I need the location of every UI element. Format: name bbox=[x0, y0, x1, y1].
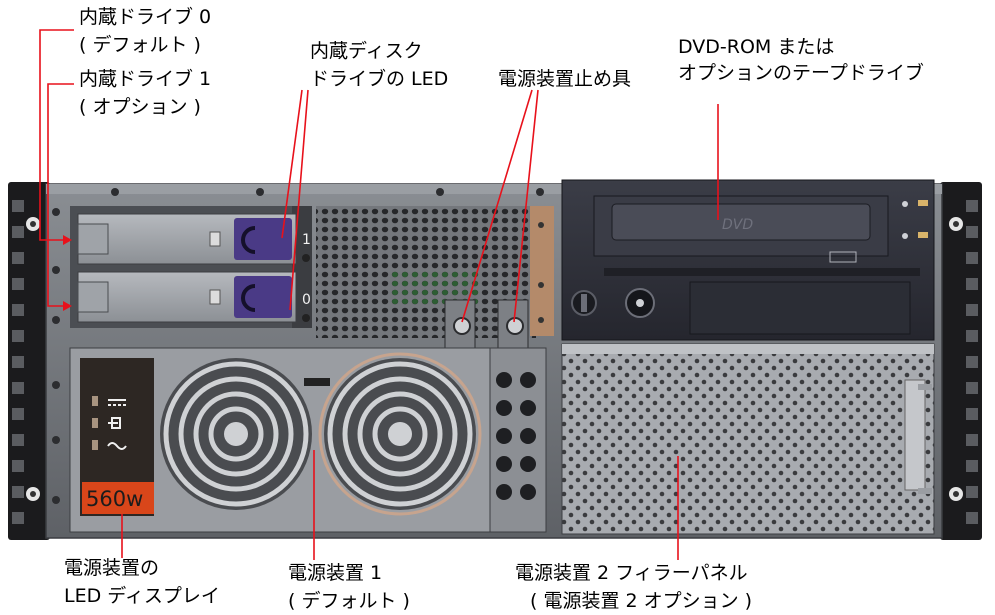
label-dvd: DVD-ROM または bbox=[678, 36, 835, 58]
psu-fan-left bbox=[160, 358, 312, 510]
callout-lines bbox=[39, 29, 719, 560]
middle-vent bbox=[489, 347, 547, 533]
label-drive-led-2: ドライブの LED bbox=[310, 68, 449, 90]
label-psu2-option: ( 電源装置 2 オプション ) bbox=[530, 590, 753, 612]
bay-number-1: 1 bbox=[302, 232, 311, 248]
label-psu-led-2: LED ディスプレイ bbox=[64, 585, 220, 607]
label-psu-latch: 電源装置止め具 bbox=[498, 68, 632, 90]
drive-led-panel: 1 0 bbox=[302, 232, 311, 322]
dvd-logo: DVD bbox=[722, 217, 753, 233]
left-rack-ear bbox=[8, 182, 50, 540]
label-psu1: 電源装置 1 bbox=[288, 562, 383, 584]
disk-drive-1[interactable] bbox=[77, 271, 297, 323]
label-drive1: 内蔵ドライブ 1 bbox=[79, 68, 212, 90]
label-psu-led: 電源装置の bbox=[64, 557, 160, 579]
disk-drive-0[interactable] bbox=[77, 213, 297, 265]
right-rack-ear bbox=[940, 182, 982, 540]
label-drive1-option: ( オプション ) bbox=[79, 96, 201, 118]
label-drive0: 内蔵ドライブ 0 bbox=[79, 6, 212, 28]
psu-latch-1[interactable] bbox=[444, 299, 476, 349]
label-drive0-default: ( デフォルト ) bbox=[79, 34, 201, 56]
psu-wattage-badge bbox=[82, 482, 154, 514]
label-psu1-default: ( デフォルト ) bbox=[288, 590, 410, 612]
dvd-rom-drive: DVD bbox=[561, 179, 935, 341]
psu-wattage-text: 560w bbox=[86, 487, 143, 511]
label-dvd-2: オプションのテープドライブ bbox=[678, 62, 924, 84]
dvd-tray[interactable] bbox=[611, 203, 871, 241]
bay-number-0: 0 bbox=[302, 292, 311, 308]
label-psu2-filler: 電源装置 2 フィラーパネル bbox=[515, 562, 748, 584]
label-drive-led: 内蔵ディスク bbox=[310, 40, 423, 62]
psu2-filler-panel bbox=[561, 343, 935, 535]
callout-arrowheads bbox=[63, 235, 72, 311]
psu-fan-right bbox=[318, 352, 482, 516]
power-supply-1: 560w bbox=[69, 347, 491, 533]
chassis-screws bbox=[52, 188, 544, 504]
psu-latch-2[interactable] bbox=[497, 299, 529, 349]
